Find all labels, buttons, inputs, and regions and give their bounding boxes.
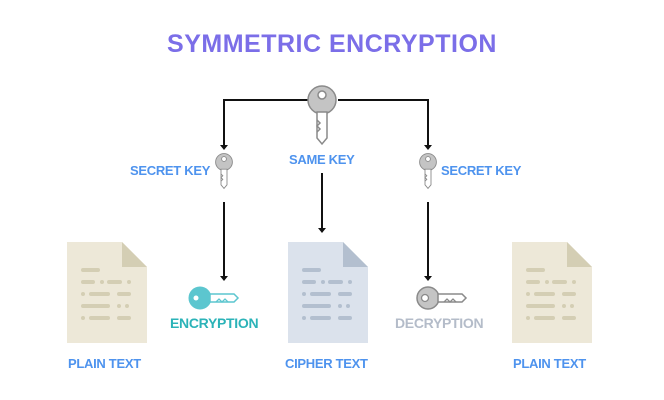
decryption-key-icon xyxy=(416,286,468,310)
decryption-label: DECRYPTION xyxy=(395,315,484,331)
secret-key-right-icon xyxy=(419,153,437,189)
secret-key-left-icon xyxy=(215,153,233,189)
arrow-head xyxy=(220,276,228,281)
plain-text-right-label: PLAIN TEXT xyxy=(513,356,586,371)
arrow-head xyxy=(220,145,228,150)
plain-text-left-document-icon xyxy=(67,242,147,343)
encryption-key-icon xyxy=(188,286,240,310)
same-key-label: SAME KEY xyxy=(289,152,355,167)
plain-text-right-document-icon xyxy=(512,242,592,343)
cipher-text-document-icon xyxy=(288,242,368,343)
arrow-head xyxy=(318,228,326,233)
secret-key-left-label: SECRET KEY xyxy=(130,163,211,178)
same-key-icon xyxy=(307,85,337,145)
plain-text-left-label: PLAIN TEXT xyxy=(68,356,141,371)
arrow-head xyxy=(424,145,432,150)
cipher-text-label: CIPHER TEXT xyxy=(285,356,368,371)
arrow-head xyxy=(424,276,432,281)
diagram-title: SYMMETRIC ENCRYPTION xyxy=(167,30,497,58)
secret-key-right-label: SECRET KEY xyxy=(441,163,522,178)
encryption-label: ENCRYPTION xyxy=(170,315,259,331)
connector-top xyxy=(223,99,429,146)
